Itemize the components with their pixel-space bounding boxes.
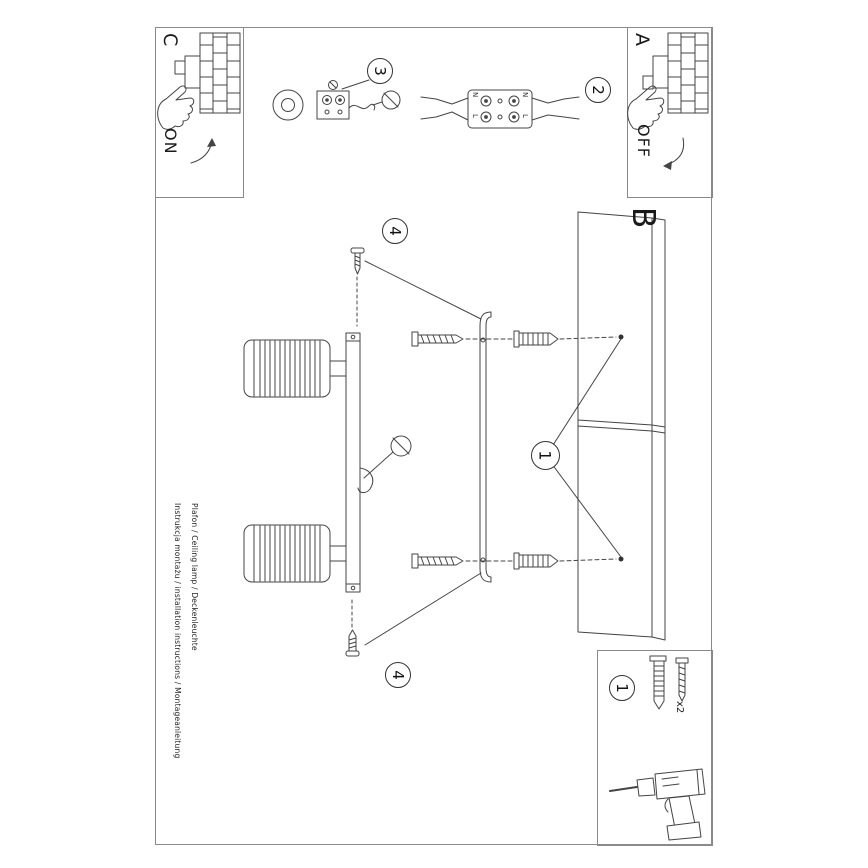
screw-icon [675, 657, 689, 664]
step-1-badge: 1 [531, 441, 560, 470]
terminal-connector-icon [316, 90, 350, 120]
step-3-badge: 3 [367, 58, 393, 84]
terminal-label-n-right: N [521, 92, 529, 98]
mounting-plate-icon [345, 332, 361, 593]
parts-quantity-label: x2 [674, 701, 685, 714]
lamp-shade-top [243, 339, 331, 398]
wire-icon [531, 96, 580, 104]
screw-dowel-set-top [411, 330, 617, 348]
step-2-number: 2 [588, 85, 607, 95]
wall-switch-off-illustration [627, 32, 709, 170]
parts-box [597, 650, 713, 846]
wire-icon [420, 111, 469, 121]
drill-icon [609, 768, 706, 841]
screw-dowel-set-bottom [411, 552, 617, 570]
canopy-ring-icon [272, 89, 304, 121]
terminal-label-n-left: N [471, 92, 479, 98]
screw-icon [345, 650, 360, 657]
cable-icon [348, 103, 376, 111]
terminal-label-l-right: L [521, 114, 529, 118]
wall-plug-icon [513, 330, 520, 348]
sheet-border [155, 27, 712, 845]
wiring-terminal-illustration [420, 89, 580, 129]
section-b-label: B [625, 207, 661, 229]
screw-head-icon [328, 80, 338, 90]
terminal-block-icon [467, 89, 533, 129]
hand-icon [627, 85, 665, 130]
wall-plug-icon [513, 552, 520, 570]
terminal-label-l-left: L [471, 114, 479, 118]
mounting-screw-top [350, 247, 482, 327]
step-4-bottom-badge: 4 [385, 662, 411, 688]
flip-arrow-icon [665, 137, 685, 166]
wall-switch-on-illustration [157, 32, 241, 164]
screw-icon [411, 331, 419, 347]
wire-icon [420, 96, 469, 105]
switch-on-box [155, 27, 244, 198]
switch-plate-icon [184, 55, 201, 89]
footer-product-line: Plafon / Ceiling lamp / Deckenleuchte [190, 503, 199, 651]
switch-off-letter: A [631, 33, 653, 46]
step-4-number: 4 [388, 670, 407, 680]
canopy-illustration [272, 79, 401, 121]
switch-on-state-label: ON [161, 128, 180, 155]
screw-icon [411, 553, 419, 569]
switch-rocker-icon [174, 60, 186, 75]
screw-icon [350, 247, 365, 254]
drill-point-marker [618, 556, 624, 562]
lamp-shade-bottom [243, 524, 331, 583]
step-3-number: 3 [370, 66, 389, 76]
wall-plug-icon [649, 655, 667, 662]
mounting-screw-bottom [345, 572, 482, 657]
lamp-illustration [243, 332, 412, 593]
shade-stem-icon [329, 360, 347, 377]
step-4-number: 4 [385, 226, 404, 236]
hook-wire-icon [357, 467, 374, 494]
switch-on-letter: C [159, 33, 181, 47]
footer-instructions-line: Instrukcja montażu / installation instru… [173, 503, 182, 759]
step-2-badge: 2 [585, 77, 611, 103]
step-1-number: 1 [536, 450, 555, 461]
parts-step-1-badge: 1 [609, 675, 635, 701]
switch-rocker-icon [642, 75, 654, 90]
wire-icon [531, 114, 580, 121]
parts-illustrations [609, 655, 706, 841]
drill-point-marker [618, 334, 624, 340]
step1-leader-lines [545, 338, 622, 558]
parts-step-number: 1 [612, 683, 631, 693]
switch-plate-icon [652, 55, 669, 89]
ceiling-panels-illustration [577, 211, 666, 641]
mounting-bracket-illustration [479, 311, 492, 583]
hand-icon [157, 85, 195, 130]
switch-off-state-label: OFF [634, 124, 653, 158]
shade-stem-icon [329, 545, 347, 562]
step-4-top-badge: 4 [382, 218, 408, 244]
